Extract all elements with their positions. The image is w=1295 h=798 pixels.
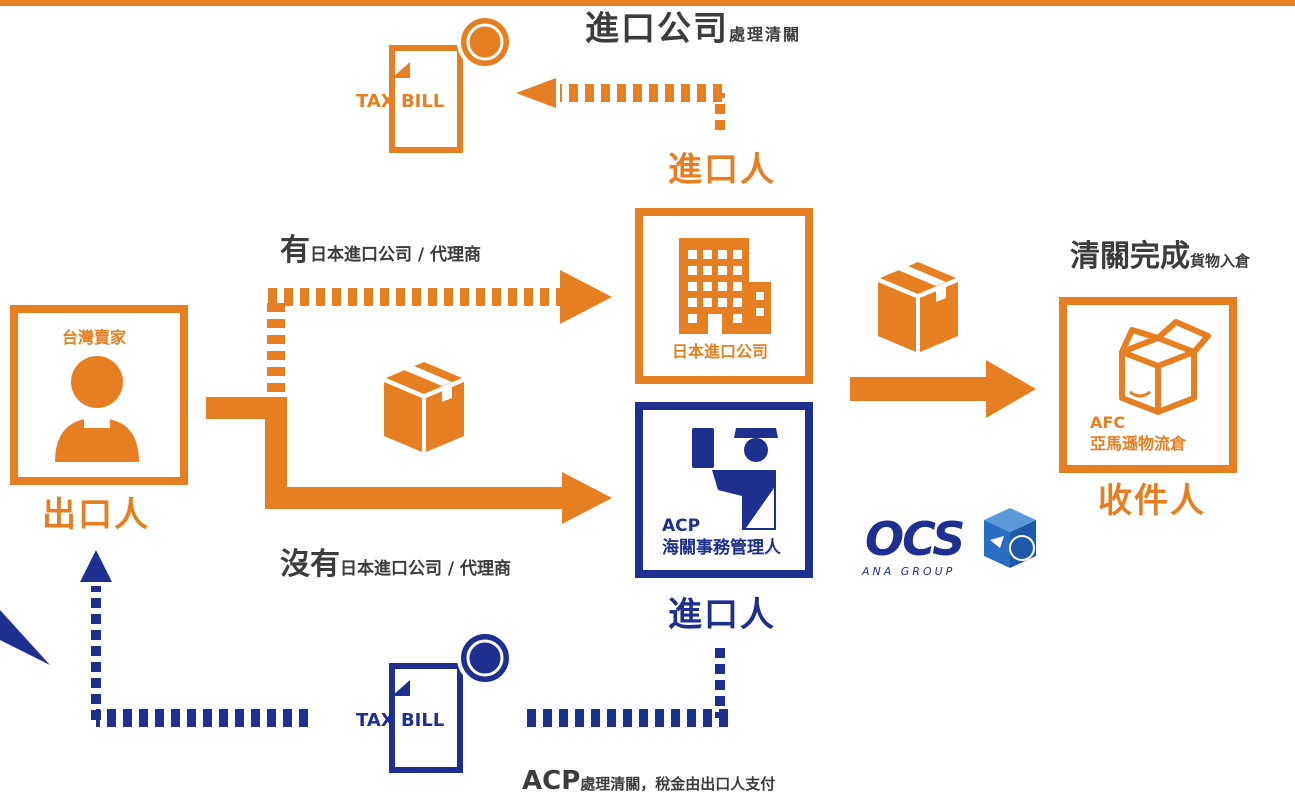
ocs-logo-text: OCS bbox=[865, 512, 965, 566]
dashed-arrow-to-top-tax-bill bbox=[516, 78, 725, 130]
arrow-to-afc bbox=[850, 360, 1036, 418]
seller-box-title: 台灣賣家 bbox=[62, 328, 127, 347]
bottom-caption: ACP處理清關，稅金由出口人支付 bbox=[522, 766, 776, 796]
cardboard-box-icon bbox=[878, 262, 958, 352]
tax-bill-dollar-icon bbox=[389, 630, 513, 773]
route-with-agent-label: 有日本進口公司 / 代理商 bbox=[280, 233, 482, 268]
cardboard-box-icon bbox=[384, 362, 464, 452]
acp-box-line1: ACP bbox=[662, 516, 701, 536]
tax-bill-label-bottom: TAX BILL bbox=[356, 710, 445, 731]
importer-label-top: 進口人 bbox=[668, 150, 776, 190]
top-heading: 進口公司處理清關 bbox=[585, 9, 802, 49]
top-accent-bar bbox=[0, 0, 1295, 6]
tax-bill-dollar-icon bbox=[389, 14, 513, 153]
solid-arrow-without-agent bbox=[206, 397, 612, 524]
navy-chevron-decoration bbox=[0, 610, 50, 665]
ocs-logo-sub: ANA GROUP bbox=[862, 565, 956, 578]
japan-company-box-title: 日本進口公司 bbox=[672, 342, 769, 361]
route-without-agent-label: 沒有日本進口公司 / 代理商 bbox=[280, 547, 512, 582]
ocs-globe-plane-icon bbox=[984, 508, 1036, 568]
amazon-box-icon bbox=[1119, 319, 1211, 415]
tax-bill-label-top: TAX BILL bbox=[356, 91, 445, 112]
japan-company-box bbox=[635, 208, 813, 384]
customs-officer-icon bbox=[692, 428, 778, 530]
exporter-box bbox=[10, 305, 188, 485]
person-icon bbox=[55, 356, 139, 462]
acp-box bbox=[635, 402, 813, 578]
importer-label-bottom: 進口人 bbox=[668, 595, 776, 635]
afc-box bbox=[1059, 297, 1237, 473]
clearance-complete-label: 清關完成貨物入倉 bbox=[1070, 239, 1251, 274]
afc-line2: 亞馬遜物流倉 bbox=[1090, 434, 1187, 453]
recipient-label: 收件人 bbox=[1098, 481, 1206, 521]
building-icon bbox=[679, 238, 771, 334]
afc-line1: AFC bbox=[1090, 413, 1126, 432]
dashed-navy-return-path bbox=[80, 550, 728, 727]
exporter-label: 出口人 bbox=[42, 495, 150, 535]
dashed-arrow-with-agent bbox=[267, 270, 612, 392]
acp-box-line2: 海關事務管理人 bbox=[662, 538, 781, 558]
